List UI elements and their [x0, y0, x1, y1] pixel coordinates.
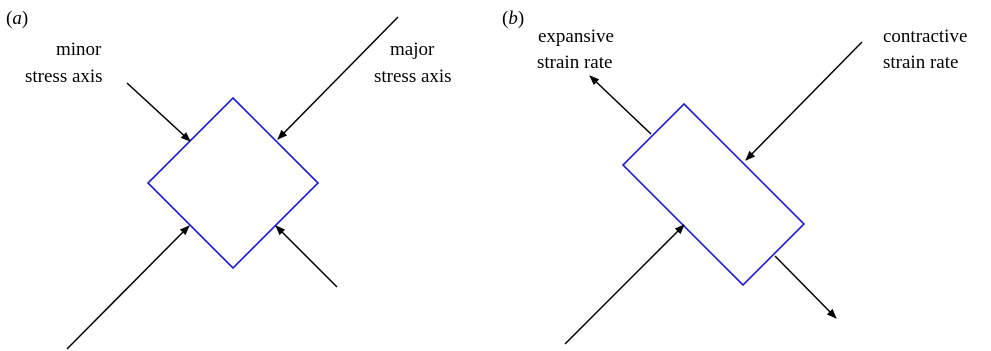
minor-stress-axis-label-line1: minor [56, 39, 102, 60]
major-stress-axis-label-line1: major [390, 39, 435, 60]
major-stress-arrow-top-right [277, 16, 399, 140]
minor-stress-axis-label-line2: stress axis [25, 66, 103, 87]
major-stress-axis-label-line2: stress axis [374, 66, 452, 87]
expansive-strain-arrow-top-left [589, 75, 652, 135]
expansive-strain-rate-label-line1: expansive [538, 26, 614, 47]
panel-b-rectangle [621, 102, 806, 287]
expansive-strain-rate-label-line2: strain rate [537, 52, 612, 73]
contractive-strain-rate-label-line2: strain rate [883, 52, 958, 73]
expansive-strain-arrow-bottom-right [774, 255, 837, 319]
panel-a-label: (a) [6, 8, 28, 29]
minor-stress-arrow-bottom-right [275, 225, 338, 288]
major-stress-arrow-bottom-left [66, 225, 190, 350]
contractive-strain-arrow-top-right [745, 41, 863, 161]
panel-b: (b) expansive strain rate contractive st… [502, 8, 967, 345]
minor-stress-arrow-top-left [126, 82, 191, 142]
panel-b-label: (b) [502, 8, 524, 29]
contractive-strain-rate-label-line1: contractive [883, 26, 967, 47]
panel-a: (a) minor stress axis major stress axis [6, 8, 452, 350]
contractive-strain-arrow-bottom-left [564, 224, 685, 345]
panel-a-square [146, 96, 320, 270]
